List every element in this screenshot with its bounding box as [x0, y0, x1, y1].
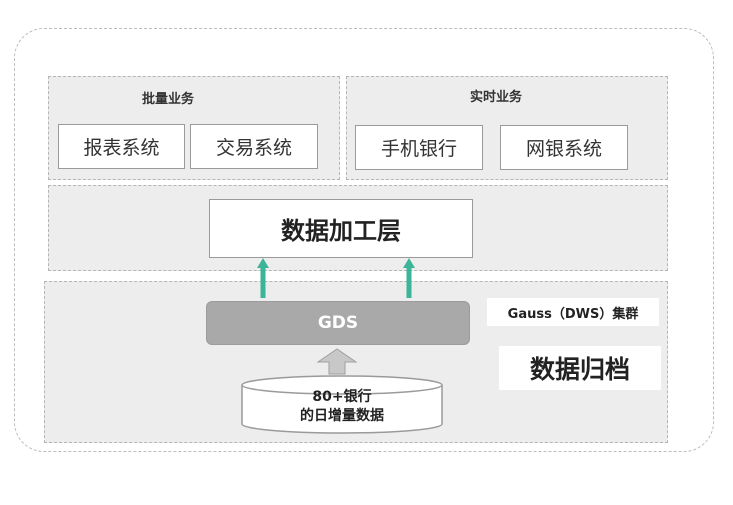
- processing-layer-box: 数据加工层: [209, 199, 473, 258]
- batch-business-title: 批量业务: [141, 92, 194, 107]
- data-archive-label: 数据归档: [499, 346, 661, 390]
- realtime-business-title: 实时业务: [469, 90, 522, 105]
- database-cylinder-icon: [241, 375, 443, 434]
- gds-bar: GDS: [206, 301, 470, 345]
- green-up-arrow-right: [403, 258, 415, 298]
- gauss-cluster-label: Gauss（DWS）集群: [487, 298, 659, 326]
- transaction-system-box: 交易系统: [190, 124, 318, 169]
- source-data-line2: 的日增量数据: [300, 408, 384, 424]
- source-data-line1: 80+银行: [312, 389, 372, 405]
- online-banking-box: 网银系统: [500, 125, 628, 170]
- mobile-banking-box: 手机银行: [355, 125, 483, 170]
- gray-up-arrow: [316, 348, 358, 375]
- green-up-arrow-left: [257, 258, 269, 298]
- report-system-box: 报表系统: [58, 124, 185, 169]
